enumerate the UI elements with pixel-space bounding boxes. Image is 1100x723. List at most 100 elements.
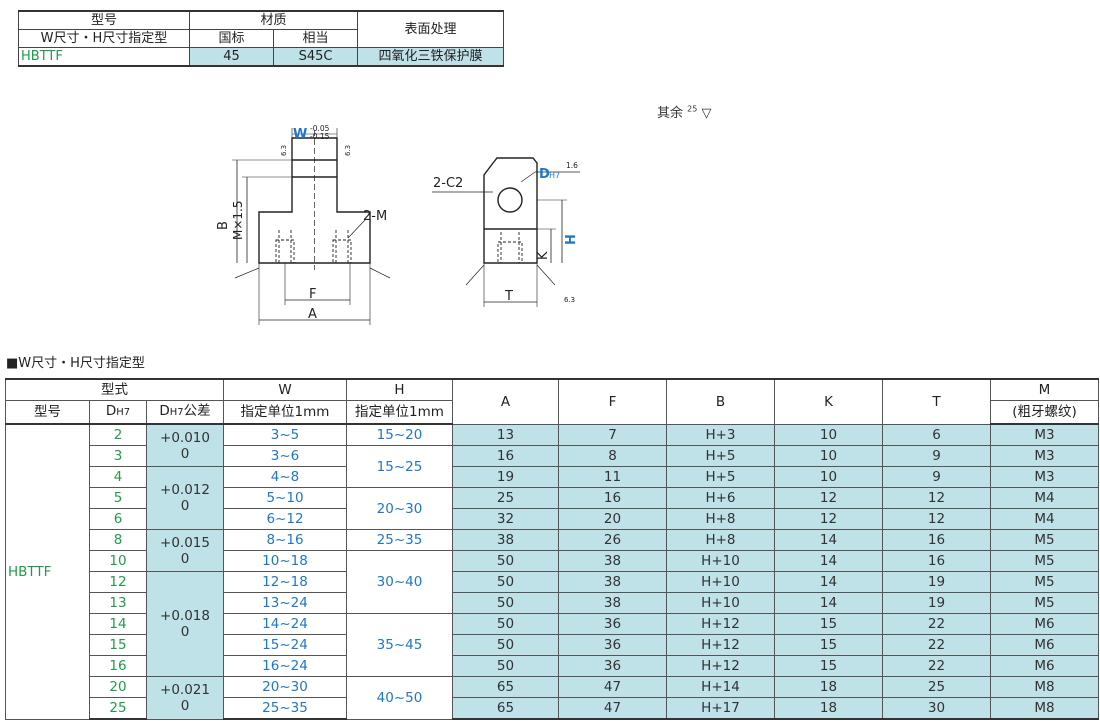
roughness-note-value: 25	[687, 104, 698, 114]
dtol-lower: 0	[180, 498, 190, 514]
b-cell: H+8	[666, 529, 775, 551]
d-cell: 5	[89, 487, 147, 509]
a-cell: 65	[452, 676, 559, 698]
a-header: A	[452, 378, 559, 425]
w-header: W	[223, 378, 347, 401]
f-cell: 36	[558, 655, 667, 677]
equiv-value-cell: S45C	[273, 47, 358, 67]
b-cell: H+12	[666, 613, 775, 635]
k-label: K	[536, 251, 551, 260]
m-cell: M6	[990, 655, 1099, 677]
surface-value-cell: 四氧化三铁保护膜	[357, 47, 504, 67]
t-cell: 9	[882, 445, 991, 467]
d-cell: 8	[89, 529, 147, 551]
b-cell: H+3	[666, 423, 775, 446]
m-cell: M3	[990, 423, 1099, 446]
m-cell: M5	[990, 550, 1099, 572]
h-cell: 40~50	[346, 676, 453, 720]
t-cell: 22	[882, 613, 991, 635]
d-cell: 16	[89, 655, 147, 677]
m-label: M×1.5	[231, 201, 245, 241]
h-cell: 15~25	[346, 445, 453, 488]
model-cell: HBTTF	[5, 423, 90, 720]
a-cell: 50	[452, 571, 559, 593]
h-label: H	[564, 234, 579, 245]
section-title: ■W尺寸・H尺寸指定型	[6, 356, 145, 371]
k-cell: 12	[774, 487, 883, 509]
d-header-main: D	[105, 403, 117, 419]
dtol-lower: 0	[180, 445, 190, 462]
m-cell: M3	[990, 466, 1099, 488]
a-cell: 50	[452, 613, 559, 635]
a-cell: 50	[452, 634, 559, 656]
a-cell: 25	[452, 487, 559, 509]
equiv-header: 相当	[273, 29, 358, 48]
b-cell: H+8	[666, 508, 775, 530]
t-cell: 22	[882, 634, 991, 656]
rough-63-side: 6.3	[564, 296, 575, 304]
t-cell: 19	[882, 571, 991, 593]
m-sub-header: (粗牙螺纹)	[990, 400, 1099, 425]
d-sub-label: H7	[549, 171, 560, 180]
w-cell: 20~30	[223, 676, 347, 698]
gb-value-cell: 45	[189, 47, 274, 67]
a-cell: 32	[452, 508, 559, 530]
a-cell: 19	[452, 466, 559, 488]
m-header: M	[990, 378, 1099, 401]
rough-63-right: 6.3	[344, 145, 352, 156]
w-tol-upper: -0.05	[310, 124, 330, 133]
f-cell: 38	[558, 571, 667, 593]
w-cell: 3~6	[223, 445, 347, 467]
k-cell: 18	[774, 697, 883, 720]
f-cell: 47	[558, 697, 667, 720]
d-cell: 6	[89, 508, 147, 530]
f-cell: 47	[558, 676, 667, 698]
m-cell: M3	[990, 445, 1099, 467]
d-cell: 2	[89, 423, 147, 446]
t-cell: 30	[882, 697, 991, 720]
roughness-check-icon: ▽	[701, 106, 712, 121]
d-cell: 12	[89, 571, 147, 593]
h-cell: 25~35	[346, 529, 453, 551]
dtol-header-sub: H7	[169, 407, 184, 418]
m-cell: M5	[990, 592, 1099, 614]
roughness-note-text: 其余	[657, 106, 684, 121]
w-cell: 6~12	[223, 508, 347, 530]
d-cell: 25	[89, 697, 147, 720]
b-cell: H+12	[666, 655, 775, 677]
b-cell: H+12	[666, 634, 775, 656]
a-cell: 50	[452, 550, 559, 572]
b-header: B	[666, 378, 775, 425]
dtol-upper: +0.015	[160, 534, 210, 551]
model-header: 型号	[18, 10, 190, 30]
w-cell: 12~18	[223, 571, 347, 593]
b-cell: H+5	[666, 445, 775, 467]
m-cell: M5	[990, 571, 1099, 593]
t-cell: 6	[882, 423, 991, 446]
k-cell: 15	[774, 634, 883, 656]
k-cell: 14	[774, 592, 883, 614]
dtol-upper: +0.012	[160, 482, 210, 498]
m-cell: M8	[990, 676, 1099, 698]
w-cell: 14~24	[223, 613, 347, 635]
b-cell: H+10	[666, 592, 775, 614]
k-cell: 15	[774, 655, 883, 677]
d-header-sub: H7	[116, 407, 131, 418]
k-cell: 14	[774, 529, 883, 551]
gb-header: 国标	[189, 29, 274, 48]
t-cell: 16	[882, 529, 991, 551]
b-label: B	[216, 221, 231, 230]
h-sub-header: 指定单位1mm	[346, 400, 453, 425]
f-cell: 7	[558, 423, 667, 446]
f-cell: 38	[558, 592, 667, 614]
t-cell: 25	[882, 676, 991, 698]
b-cell: H+6	[666, 487, 775, 509]
